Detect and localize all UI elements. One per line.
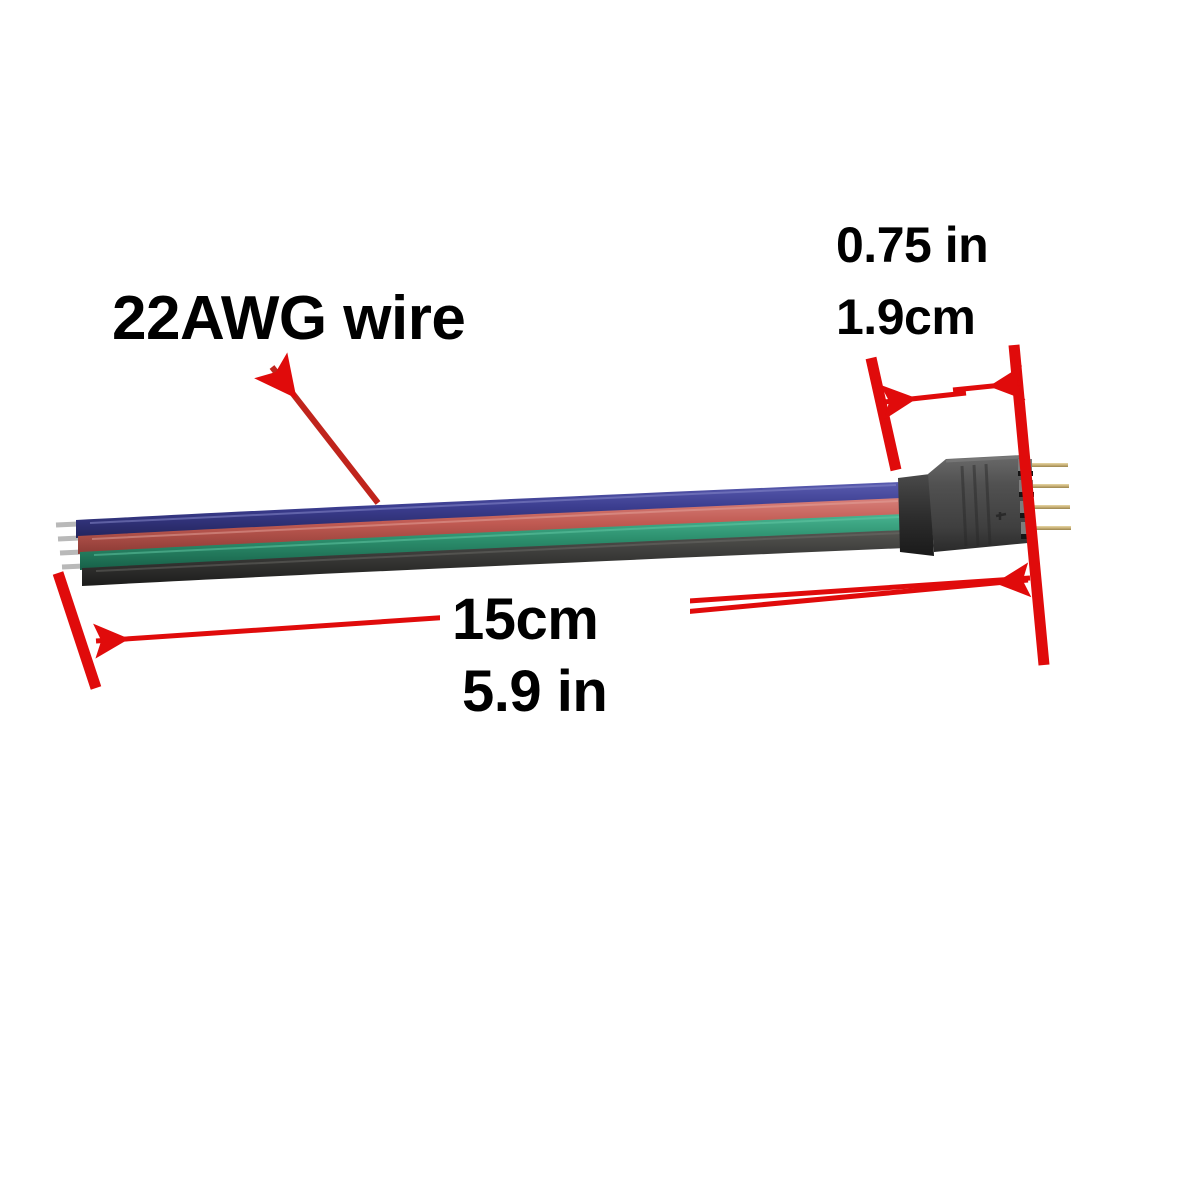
black-wire (82, 530, 906, 586)
dim-arrow-right (952, 365, 1026, 401)
total-dim-extension-left (52, 571, 102, 690)
connector-length-inches-label: 0.75 in (836, 217, 989, 273)
blue-wire (76, 482, 900, 538)
connector-body (928, 455, 1028, 552)
ribbon-cable (76, 482, 906, 586)
wire-leader-arrow (254, 352, 381, 505)
connector-collar (898, 474, 934, 556)
connector-ribs (960, 463, 992, 547)
total-dim-arrow-right (639, 562, 1032, 619)
connector-pins (1032, 463, 1071, 530)
dim-extension-left (865, 356, 902, 472)
wire-gauge-label: 22AWG wire (112, 284, 466, 353)
red-wire (78, 498, 902, 554)
4-pin-male-connector (898, 455, 1071, 556)
connector-length-cm-label: 1.9cm (836, 289, 976, 345)
green-wire (80, 514, 904, 570)
dim-arrow-left (880, 384, 967, 420)
label-backdrop (440, 580, 690, 648)
total-length-inches-label: 5.9 in (462, 659, 608, 724)
total-length-cm-label: 15cm (452, 587, 599, 652)
connector-emboss-mark (995, 512, 1007, 520)
connector-length-dimension (865, 344, 1050, 666)
